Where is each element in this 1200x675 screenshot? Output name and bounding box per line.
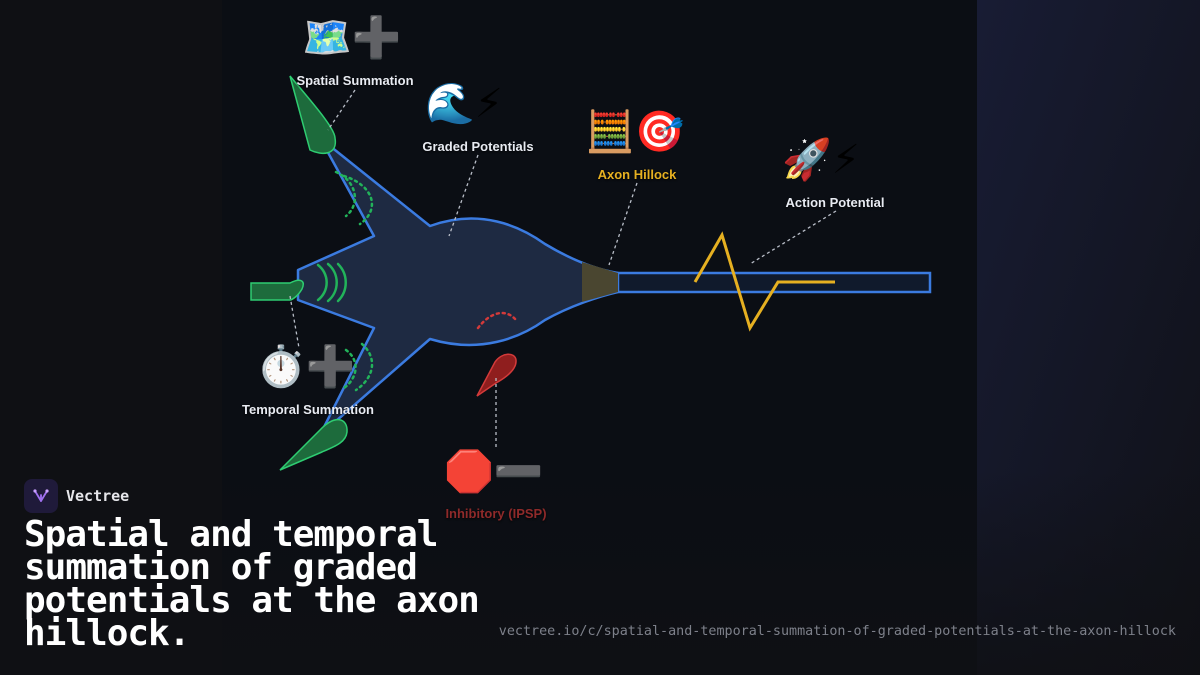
bottom-fade bbox=[0, 470, 1200, 675]
brand[interactable]: Vectree bbox=[24, 479, 129, 513]
graded-potentials-label: Graded Potentials bbox=[422, 139, 534, 154]
source-url[interactable]: vectree.io/c/spatial-and-temporal-summat… bbox=[498, 624, 1176, 639]
epsp-wave-arcs-left bbox=[316, 262, 347, 303]
axon-hillock-label: Axon Hillock bbox=[597, 167, 677, 182]
temporal-summation-icons: ⏱️➕ bbox=[256, 344, 356, 390]
epsp-dotted-arcs bbox=[334, 170, 374, 392]
graded-potentials-icons: 🌊⚡ bbox=[425, 81, 503, 127]
axon-hillock bbox=[582, 262, 618, 302]
page-title: Spatial and temporal summation of graded… bbox=[24, 514, 480, 654]
excitatory-terminal-left bbox=[250, 279, 304, 301]
leader-lines bbox=[289, 89, 837, 447]
action-potential-label: Action Potential bbox=[785, 195, 885, 210]
excitatory-terminal-bottom bbox=[279, 419, 348, 471]
vectree-logo-icon bbox=[24, 479, 58, 513]
excitatory-terminal-top bbox=[289, 75, 337, 155]
action-potential-icons: 🚀⚡ bbox=[782, 137, 860, 183]
brand-name: Vectree bbox=[66, 487, 130, 505]
action-potential-trace bbox=[693, 231, 835, 332]
spatial-summation-label: Spatial Summation bbox=[296, 73, 414, 88]
spatial-summation-icons: 🗺️➕ bbox=[302, 15, 402, 61]
inhibitory-ipsp-label: Inhibitory (IPSP) bbox=[445, 506, 547, 521]
ipsp-dotted-arc bbox=[476, 311, 518, 330]
inhibitory-icons: 🛑➖ bbox=[444, 449, 544, 495]
axon bbox=[608, 271, 932, 294]
temporal-summation-label: Temporal Summation bbox=[242, 402, 374, 417]
inhibitory-terminal bbox=[476, 353, 517, 397]
axon-hillock-icons: 🧮🎯 bbox=[585, 109, 685, 155]
